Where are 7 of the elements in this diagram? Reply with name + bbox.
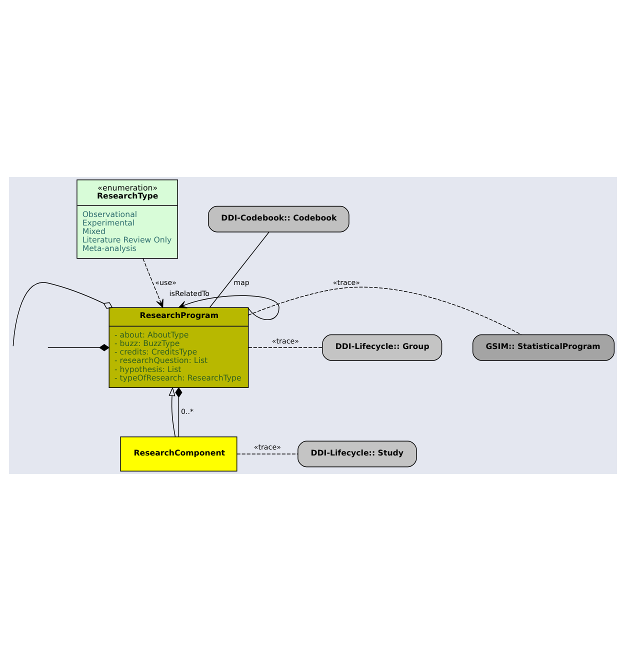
edge-label: map: [234, 278, 250, 287]
edge-label: isRelatedTo: [169, 288, 210, 298]
edge-label: «trace»: [254, 442, 281, 452]
edge-label: 0..*: [180, 407, 194, 416]
edge-label: «trace»: [272, 336, 299, 346]
edge-label: «use»: [155, 278, 177, 287]
edge-label: «trace»: [332, 278, 360, 287]
